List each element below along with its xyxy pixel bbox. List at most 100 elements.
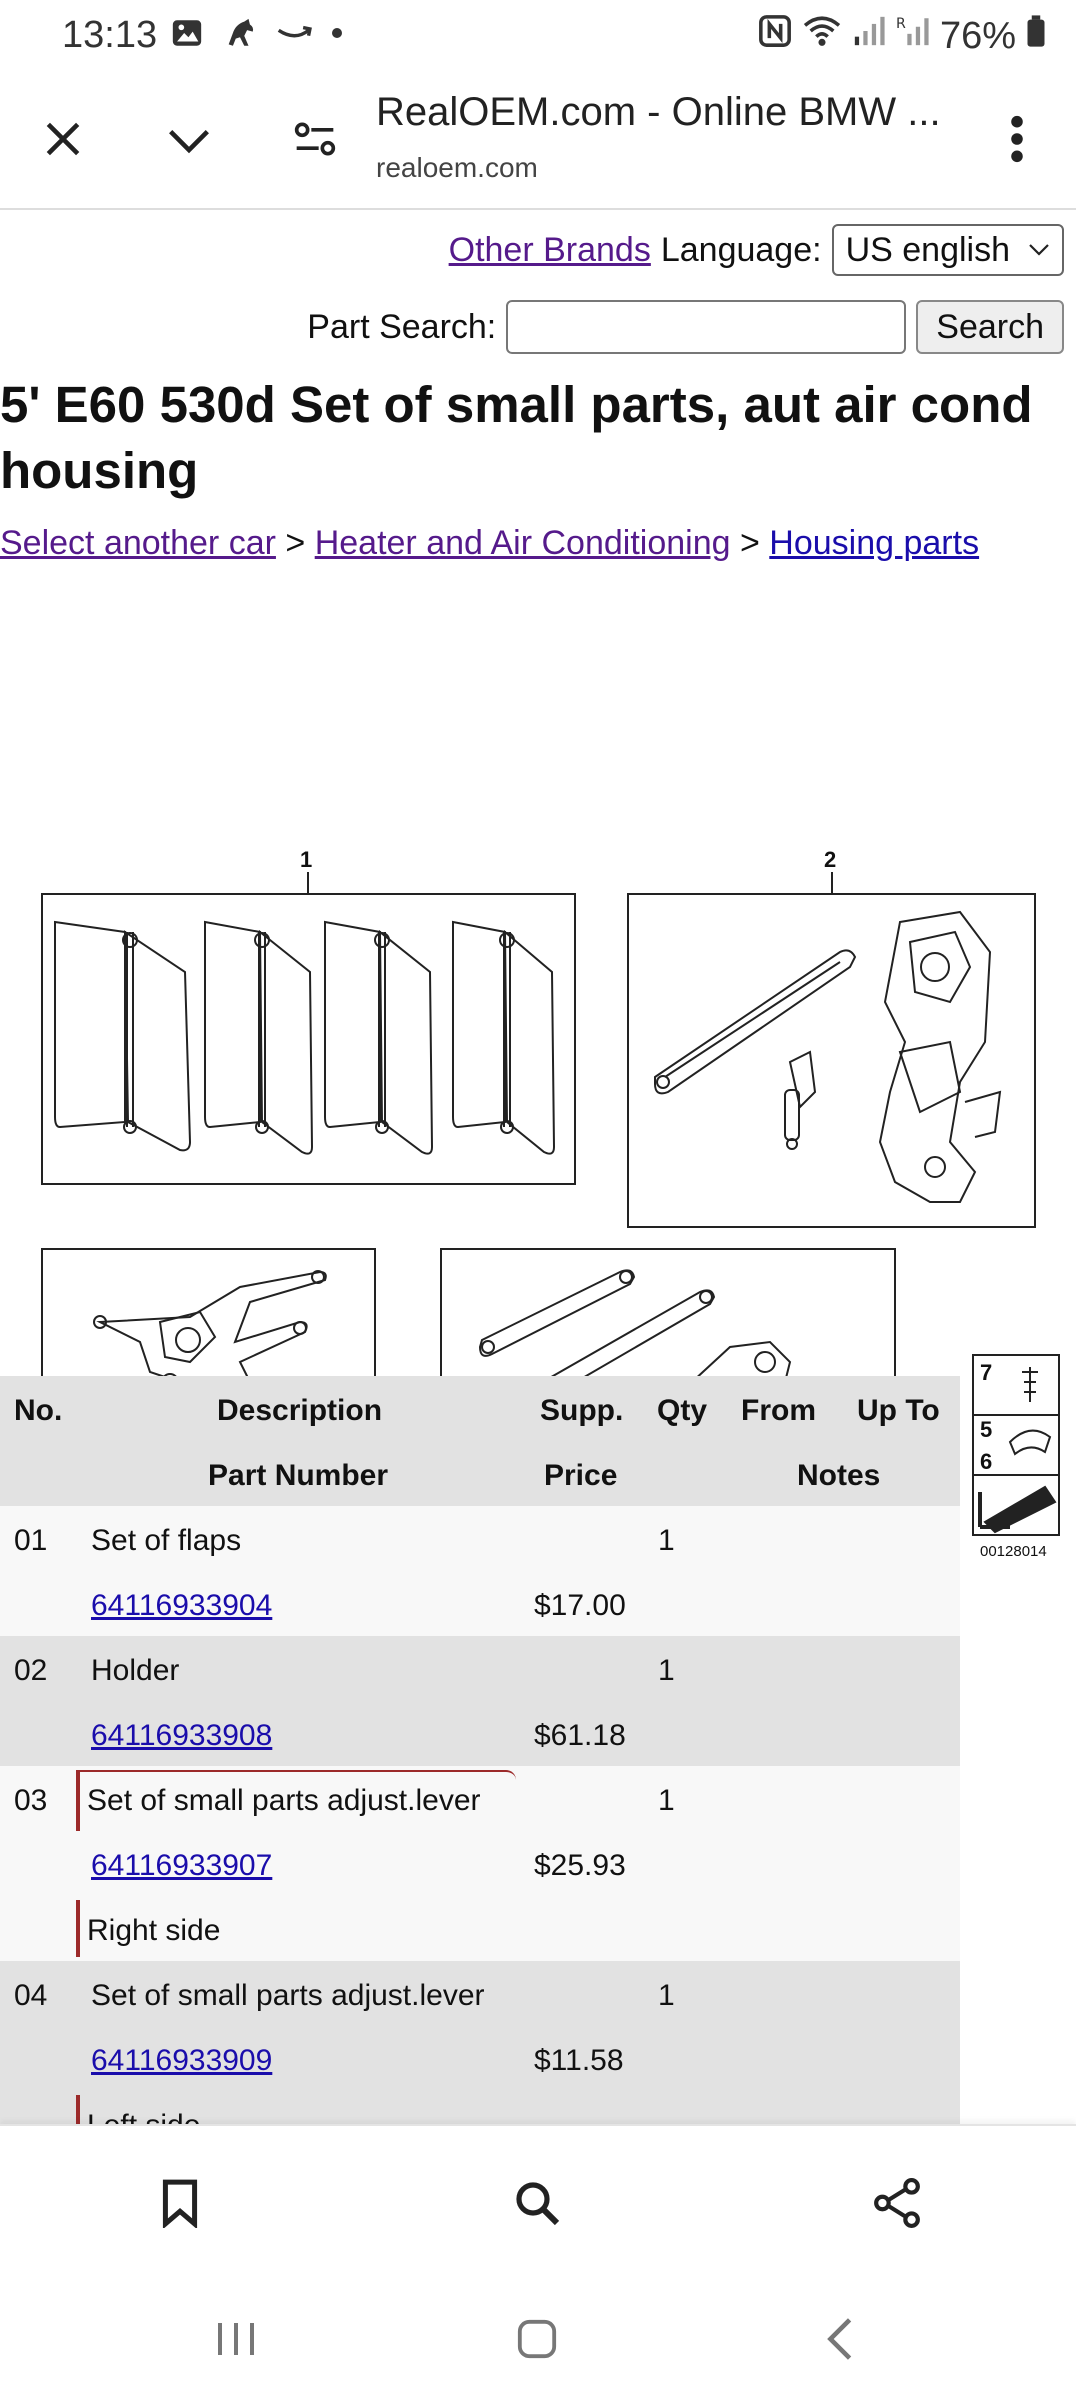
breadcrumb-separator: > — [739, 524, 760, 562]
col-header-upto: Up To — [857, 1394, 940, 1427]
notification-icons — [170, 16, 344, 55]
table-row: 03 Set of small parts adjust.lever 1 — [0, 1766, 960, 1831]
close-icon — [46, 122, 80, 156]
site-settings-button[interactable] — [280, 104, 350, 174]
part-number-link[interactable]: 64116933904 — [91, 1589, 273, 1622]
part-qty: 1 — [658, 1524, 675, 1557]
part-price: $11.58 — [534, 2044, 624, 2077]
part-no: 01 — [14, 1524, 48, 1557]
col-header-no: No. — [14, 1394, 63, 1427]
language-value: US english — [845, 230, 1010, 269]
find-in-page-button[interactable] — [502, 2168, 572, 2238]
table-row: 64116933904 $17.00 — [0, 1571, 960, 1636]
more-options-button[interactable] — [982, 104, 1052, 174]
tune-icon — [294, 122, 336, 156]
page-url[interactable]: realoem.com — [376, 152, 538, 183]
part-price: $17.00 — [534, 1589, 626, 1622]
system-icons: R 76% — [758, 14, 1046, 58]
part-search-label: Part Search: — [307, 307, 497, 346]
col-header-supp: Supp. — [540, 1394, 624, 1427]
minimize-button[interactable] — [154, 104, 224, 174]
table-header-row-2: Part Number Price Notes — [0, 1441, 960, 1506]
recents-icon — [218, 2323, 254, 2355]
wifi-icon — [802, 14, 842, 58]
svg-text:R: R — [896, 16, 906, 32]
part-search-input[interactable] — [506, 300, 907, 354]
web-content: Other Brands Language: US english Part S… — [0, 212, 1076, 2124]
horse-icon — [220, 16, 260, 55]
search-icon — [516, 2182, 560, 2226]
amazon-icon — [276, 18, 314, 53]
brands-language-row: Other Brands Language: US english — [449, 224, 1064, 276]
language-select[interactable]: US english — [831, 224, 1064, 276]
part-description: Set of small parts adjust.lever — [91, 1979, 485, 2012]
diagram-image-id: 00128014 — [980, 1543, 1047, 1560]
close-tab-button[interactable] — [28, 104, 98, 174]
diagram-panel-1 — [41, 893, 576, 1185]
breadcrumb-heater-ac-link[interactable]: Heater and Air Conditioning — [314, 524, 731, 562]
system-navigation-bar — [0, 2274, 1076, 2400]
browser-toolbar: RealOEM.com - Online BMW ... realoem.com — [0, 70, 1076, 210]
part-note: Right side — [87, 1914, 221, 1947]
chevron-down-icon — [169, 130, 209, 154]
part-qty: 1 — [658, 1654, 675, 1687]
breadcrumb-select-car-link[interactable]: Select another car — [0, 524, 276, 562]
part-number-link[interactable]: 64116933909 — [91, 2044, 273, 2077]
page-title-tab: RealOEM.com - Online BMW ... — [376, 90, 941, 134]
legend-label-5: 5 — [980, 1417, 992, 1442]
part-no: 04 — [14, 1979, 48, 2012]
table-row: 64116933907 $25.93 — [0, 1831, 960, 1896]
col-header-notes: Notes — [797, 1459, 881, 1492]
diagram-callout-2: 2 — [824, 847, 836, 872]
flap-set-drawing — [54, 920, 556, 1155]
bookmark-button[interactable] — [145, 2168, 215, 2238]
diagram-callout-1: 1 — [300, 847, 312, 872]
part-note: Left side — [87, 2109, 200, 2124]
table-header-row-1: No. Description Supp. Qty From Up To — [0, 1376, 960, 1441]
table-row: 64116933908 $61.18 — [0, 1701, 960, 1766]
home-button[interactable] — [502, 2304, 572, 2374]
small-parts-legend — [972, 1354, 1060, 1536]
note-bar — [76, 1900, 80, 1957]
nfc-icon — [758, 14, 792, 58]
part-qty: 1 — [658, 1784, 675, 1817]
battery-icon — [1026, 14, 1046, 58]
table-row-note: Right side — [0, 1896, 960, 1961]
part-price: $25.93 — [534, 1849, 626, 1882]
table-row: 02 Holder 1 — [0, 1636, 960, 1701]
part-description: Holder — [91, 1654, 180, 1687]
signal-roaming-icon: R — [896, 14, 930, 58]
part-no: 02 — [14, 1654, 48, 1687]
part-price: $61.18 — [534, 1719, 626, 1752]
table-row: 64116933909 $11.58 — [0, 2026, 960, 2091]
recent-apps-button[interactable] — [201, 2304, 271, 2374]
holder-drawing — [654, 910, 1002, 1203]
language-label: Language: — [660, 230, 822, 269]
search-button[interactable]: Search — [916, 300, 1064, 354]
part-number-link[interactable]: 64116933907 — [91, 1849, 273, 1882]
col-header-price: Price — [544, 1459, 618, 1492]
share-icon — [874, 2178, 920, 2228]
legend-label-7: 7 — [980, 1360, 992, 1385]
breadcrumb: Select another car > Heater and Air Cond… — [0, 524, 979, 563]
col-header-description: Description — [217, 1394, 383, 1427]
table-row: 04 Set of small parts adjust.lever 1 — [0, 1961, 960, 2026]
note-bar — [76, 2095, 80, 2124]
signal-icon — [852, 14, 886, 58]
table-row: 01 Set of flaps 1 — [0, 1506, 960, 1571]
back-button[interactable] — [805, 2304, 875, 2374]
other-brands-link[interactable]: Other Brands — [448, 230, 651, 269]
page-heading: 5' E60 530d Set of small parts, aut air … — [0, 376, 1033, 499]
part-description: Set of flaps — [91, 1524, 242, 1557]
home-icon — [517, 2319, 557, 2359]
share-button[interactable] — [862, 2168, 932, 2238]
more-notifications-dot-icon — [330, 26, 344, 45]
parts-table: No. Description Supp. Qty From Up To Par… — [0, 1376, 960, 2124]
table-row-note: Left side — [0, 2091, 960, 2124]
breadcrumb-housing-parts-link[interactable]: Housing parts — [769, 524, 980, 562]
col-header-part-number: Part Number — [208, 1459, 389, 1492]
col-header-from: From — [741, 1394, 816, 1427]
part-description: Set of small parts adjust.lever — [87, 1784, 481, 1817]
part-number-link[interactable]: 64116933908 — [91, 1719, 273, 1752]
legend-label-6: 6 — [980, 1449, 992, 1474]
